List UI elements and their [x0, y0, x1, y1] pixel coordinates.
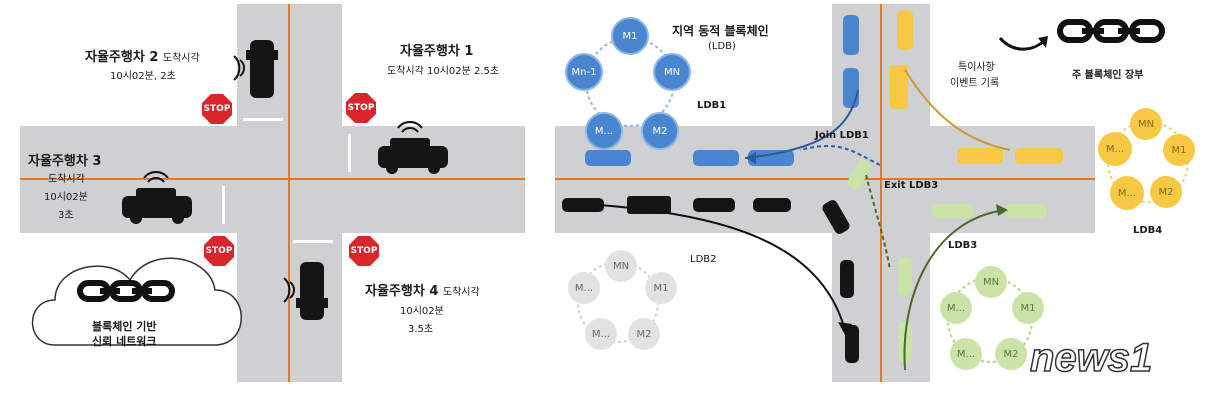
- ldb1-node: M...: [585, 112, 623, 150]
- lane-line-h: [20, 178, 525, 180]
- ldb4-node: MN: [1130, 108, 1162, 140]
- car-1-icon: [378, 121, 448, 174]
- ldb3-label: LDB3: [948, 240, 978, 251]
- stop-line: [243, 118, 283, 121]
- event-line1: 특이사항: [958, 62, 995, 73]
- lane-line-v: [288, 4, 290, 382]
- stop-sign: STOP: [349, 236, 379, 266]
- car-4-name: 자율주행차 4: [365, 284, 439, 299]
- car-2-icon: [233, 40, 278, 98]
- car-3-line2: 10시02분: [44, 192, 88, 203]
- ldb1-node: M2: [641, 112, 679, 150]
- ldb1-node: M1: [611, 17, 649, 55]
- car-4-suffix: 도착시각: [442, 287, 480, 298]
- ldb1-label: LDB1: [697, 100, 727, 111]
- ldb2-label: LDB2: [690, 254, 717, 265]
- car-1-time: 도착시각 10시02분 2.5초: [387, 66, 500, 77]
- stop-sign: STOP: [202, 94, 232, 124]
- ldb4-node: M...: [1110, 176, 1144, 210]
- lane-line-h-right: [555, 178, 1095, 180]
- ldb2-node: M...: [568, 272, 600, 304]
- ldb4-node: M1: [1163, 134, 1195, 166]
- ldb3-node: M2: [995, 338, 1027, 370]
- ldb3-node: M...: [940, 292, 972, 324]
- lane-line-v-right: [880, 4, 882, 382]
- car-1-name: 자율주행차 1: [400, 44, 474, 59]
- yellow-arrow: [904, 69, 1011, 151]
- curved-arrow-icon: [998, 36, 1047, 51]
- cloud-line2: 신뢰 네트워크: [92, 335, 157, 348]
- stop-sign: STOP: [204, 236, 234, 266]
- cloud-line1: 블록체인 기반: [92, 320, 157, 333]
- car-3-line1: 도착시각: [48, 174, 85, 185]
- event-line2: 이벤트 기록: [950, 78, 1000, 89]
- main-chain-icon: [1057, 19, 1165, 43]
- green-car-icon: [847, 160, 1047, 362]
- car-2-suffix: 도착시각: [162, 53, 200, 64]
- join-arrow: [744, 89, 859, 159]
- ldb4-node: M...: [1098, 132, 1132, 166]
- car-2-label: 자율주행차 2 도착시각: [85, 46, 200, 65]
- car-3-icon: [122, 171, 192, 224]
- stop-line: [222, 186, 225, 224]
- ldb1-node: MN: [653, 53, 691, 91]
- car-3-line3: 3초: [58, 210, 74, 221]
- car-3-name: 자율주행차 3: [28, 154, 102, 169]
- stop-line: [293, 240, 333, 243]
- ldb3-node: M...: [950, 338, 982, 370]
- car-4-label: 자율주행차 4 도착시각: [365, 280, 480, 299]
- ldb2-node: MN: [605, 250, 637, 282]
- ldb3-node: MN: [975, 266, 1007, 298]
- join-label: Join LDB1: [815, 130, 869, 141]
- ldb4-label: LDB4: [1133, 225, 1163, 236]
- main-ledger-label: 주 블록체인 장부: [1072, 70, 1144, 81]
- green-dashed-arrow: [865, 174, 891, 271]
- ldb2-node: M2: [628, 318, 660, 350]
- ldb2-node: M...: [585, 318, 617, 350]
- car-4-icon: [283, 262, 328, 320]
- watermark-logo: news1: [1029, 335, 1153, 381]
- exit-label: Exit LDB3: [884, 180, 939, 191]
- ldb3-node: M1: [1012, 292, 1044, 324]
- car-2-time: 10시02분, 2초: [110, 71, 176, 82]
- green-arrow: [903, 209, 1006, 371]
- ldb1-node: Mn-1: [565, 53, 603, 91]
- dashed-arrow: [799, 144, 881, 166]
- car-4-line2: 10시02분: [400, 306, 444, 317]
- ldb2-node: M1: [645, 272, 677, 304]
- car-2-name: 자율주행차 2: [85, 50, 159, 65]
- yellow-car-icon: [890, 10, 1063, 164]
- black-car-icon: [562, 196, 859, 363]
- cloud-shape: [31, 257, 242, 346]
- ldb-title: 지역 동적 블록체인: [672, 24, 769, 38]
- chain-icon: [77, 280, 175, 302]
- stop-line: [348, 134, 351, 172]
- stop-sign: STOP: [346, 93, 376, 123]
- ldb-title-sub: (LDB): [708, 41, 736, 52]
- ldb4-node: M2: [1150, 176, 1182, 208]
- car-4-line3: 3.5초: [408, 324, 434, 335]
- black-arrow: [599, 204, 846, 331]
